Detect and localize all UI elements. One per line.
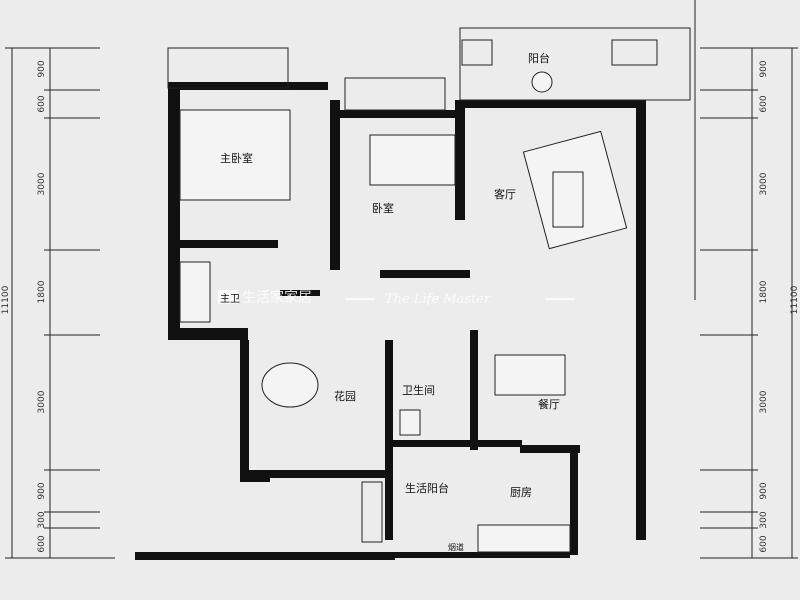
dim-left-8: 600 [37,535,47,552]
dim-left-2: 600 [37,95,47,112]
balconies [167,27,691,543]
bedroom-bed [369,134,456,186]
dim-right-6: 900 [759,482,769,499]
garden-table [261,362,319,408]
bathtub [179,261,211,323]
room-label-kitchen: 厨房 [510,486,532,499]
dim-left-7: 300 [37,511,47,528]
dim-right-5: 3000 [759,390,769,413]
dining-table [494,354,566,396]
watermark-brand: 生活家家居 [242,289,312,306]
dim-right-1: 900 [759,60,769,77]
dim-left-3: 3000 [37,172,47,195]
kitchen-counter [477,524,571,553]
room-label-bathroom: 卫生间 [402,383,435,397]
walls [135,82,646,560]
room-label-master-bedroom: 主卧室 [220,151,253,165]
coffee-table [552,171,584,228]
dim-left-4: 1800 [37,280,47,303]
toilet [399,409,421,436]
dim-right-4: 1800 [759,280,769,303]
left-dimension-chain: 900 600 3000 1800 3000 900 300 600 11100 [1,47,115,559]
room-label-master-bath: 主卫 [220,293,240,305]
dim-right-8: 600 [759,535,769,552]
dim-right-7: 300 [759,511,769,528]
watermark-slogan: The Life Master [385,292,491,307]
room-label-garden: 花园 [334,390,356,403]
room-label-utility-balcony: 生活阳台 [405,481,449,495]
dim-left-1: 900 [37,60,47,77]
dim-right-3: 3000 [759,172,769,195]
furniture [179,71,628,553]
room-label-bedroom: 卧室 [372,201,394,215]
room-label-living-room: 客厅 [494,187,516,201]
dim-right-total: 11100 [790,285,800,314]
balcony-table [531,71,553,93]
room-label-flue: 烟道 [448,542,464,552]
dim-left-6: 900 [37,482,47,499]
dim-left-5: 3000 [37,390,47,413]
room-label-dining-room: 餐厅 [538,397,560,411]
right-dimension-chain: 900 600 3000 1800 3000 900 300 600 11100 [694,0,800,559]
dim-left-total: 11100 [1,285,11,314]
dim-right-2: 600 [759,95,769,112]
watermark: 主卫 生活家家居 The Life Master [218,289,575,307]
master-bed [179,109,291,201]
room-label-balcony: 阳台 [528,51,550,65]
sofa [522,130,628,250]
